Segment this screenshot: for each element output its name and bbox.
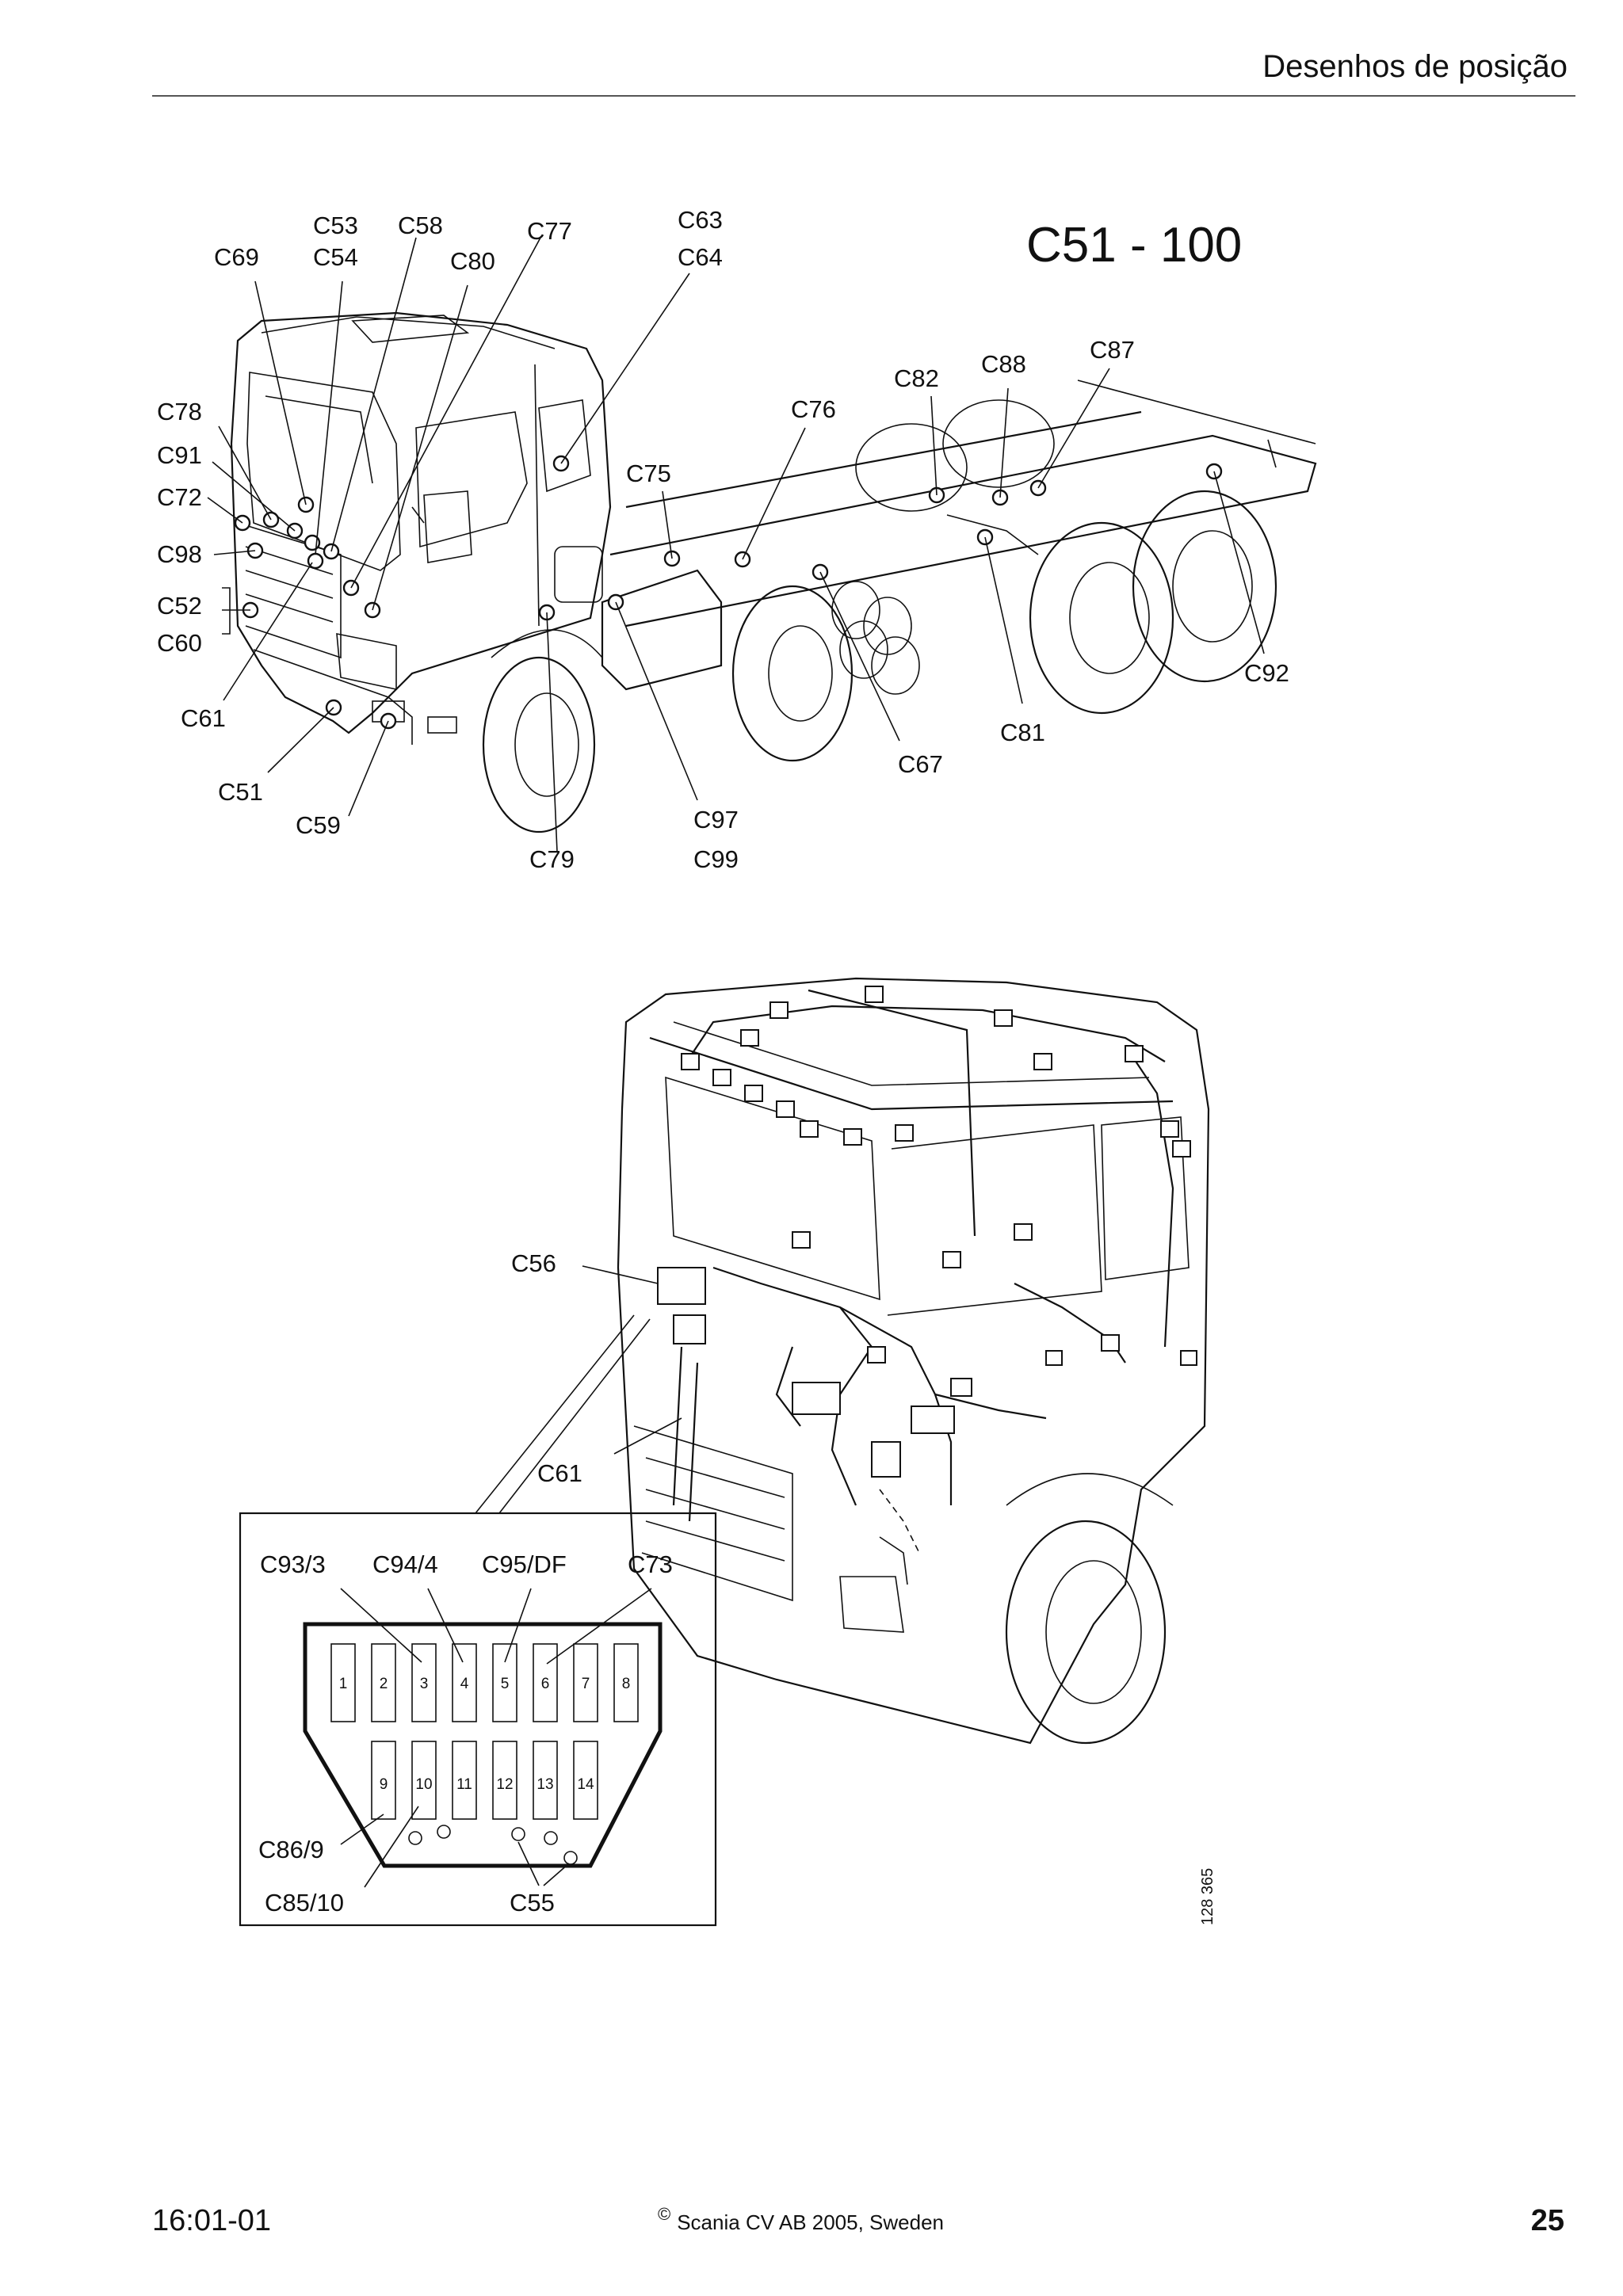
label-c53: C53 bbox=[313, 212, 358, 239]
label-c93: C93/3 bbox=[260, 1550, 326, 1578]
pin-label: 3 bbox=[420, 1676, 429, 1692]
connector-points bbox=[234, 455, 1223, 730]
label-c80: C80 bbox=[450, 247, 495, 275]
pin-box bbox=[492, 1741, 517, 1820]
section-title: Desenhos de posição bbox=[1262, 49, 1568, 84]
label-c98: C98 bbox=[157, 540, 202, 568]
pin-label: 2 bbox=[380, 1676, 388, 1692]
pin-row-bottom: 9 10 11 12 13 14 bbox=[371, 1741, 598, 1820]
label-c86: C86/9 bbox=[258, 1836, 324, 1863]
pin-label: 9 bbox=[380, 1776, 388, 1793]
pin-label: 11 bbox=[456, 1776, 472, 1793]
cab-wiring-drawing bbox=[617, 977, 1210, 1745]
pin-label: 14 bbox=[577, 1776, 594, 1793]
label-c58: C58 bbox=[398, 212, 443, 239]
label-c51: C51 bbox=[218, 778, 263, 806]
copyright-text: Scania CV AB 2005, Sweden bbox=[677, 2210, 944, 2234]
pin-box bbox=[573, 1741, 598, 1820]
label-c91: C91 bbox=[157, 441, 202, 469]
pin-label: 4 bbox=[460, 1676, 469, 1692]
label-c79: C79 bbox=[529, 845, 575, 873]
pin-box bbox=[371, 1643, 396, 1722]
label-c87: C87 bbox=[1090, 336, 1135, 364]
figure-number: 128 365 bbox=[1199, 1868, 1216, 1925]
pin-box bbox=[573, 1643, 598, 1722]
pin-box bbox=[411, 1741, 437, 1820]
pin-box bbox=[533, 1741, 558, 1820]
pin-label: 13 bbox=[537, 1776, 553, 1793]
label-c55: C55 bbox=[510, 1889, 555, 1917]
pin-box bbox=[452, 1643, 477, 1722]
label-c61: C61 bbox=[181, 704, 226, 732]
label-c81: C81 bbox=[1000, 719, 1045, 746]
label-c78: C78 bbox=[157, 398, 202, 425]
label-c95: C95/DF bbox=[482, 1550, 567, 1578]
pin-box bbox=[330, 1643, 356, 1722]
header-rule bbox=[152, 95, 1575, 97]
label-c56: C56 bbox=[511, 1249, 556, 1277]
truck-chassis-drawing bbox=[230, 311, 1317, 833]
label-c72: C72 bbox=[157, 483, 202, 511]
pin-box bbox=[371, 1741, 396, 1820]
label-c97: C97 bbox=[693, 806, 739, 833]
label-c52: C52 bbox=[157, 592, 202, 620]
page-number: 25 bbox=[1530, 2204, 1564, 2237]
pin-label: 1 bbox=[339, 1676, 348, 1692]
label-c59: C59 bbox=[296, 811, 341, 839]
pin-box bbox=[492, 1643, 517, 1722]
pin-box bbox=[533, 1643, 558, 1722]
pin-row-top: 1 2 3 4 5 6 7 8 bbox=[330, 1643, 639, 1722]
label-c63: C63 bbox=[678, 206, 723, 234]
leader-lines bbox=[207, 237, 1265, 852]
pin-label: 12 bbox=[496, 1776, 513, 1793]
pin-label: 5 bbox=[501, 1676, 510, 1692]
pin-label: 10 bbox=[415, 1776, 432, 1793]
doc-code: 16:01-01 bbox=[152, 2204, 272, 2237]
label-c99: C99 bbox=[693, 845, 739, 873]
label-c85: C85/10 bbox=[265, 1889, 344, 1917]
label-c94: C94/4 bbox=[372, 1550, 438, 1578]
label-c88: C88 bbox=[981, 350, 1026, 378]
label-c61-cab: C61 bbox=[537, 1459, 582, 1487]
pin-box bbox=[411, 1643, 437, 1722]
figure1-labels: C51 - 100 C53 C58 C77 C63 C64 C69 C54 C8… bbox=[157, 206, 1289, 873]
label-c82: C82 bbox=[894, 364, 939, 392]
label-c67: C67 bbox=[898, 750, 943, 778]
label-c69: C69 bbox=[214, 243, 259, 271]
label-c64: C64 bbox=[678, 243, 723, 271]
figure2-leaders bbox=[475, 1265, 682, 1514]
pin-label: 6 bbox=[541, 1676, 550, 1692]
copyright-symbol: © bbox=[658, 2204, 671, 2224]
label-c92: C92 bbox=[1244, 659, 1289, 687]
range-title: C51 - 100 bbox=[1026, 218, 1242, 273]
pin-box bbox=[613, 1643, 639, 1722]
pin-label: 7 bbox=[582, 1676, 590, 1692]
label-c60: C60 bbox=[157, 629, 202, 657]
label-c73: C73 bbox=[628, 1550, 673, 1578]
pin-box bbox=[452, 1741, 477, 1820]
label-c76: C76 bbox=[791, 395, 836, 423]
copyright-line: © Scania CV AB 2005, Sweden bbox=[658, 2204, 944, 2235]
label-c54: C54 bbox=[313, 243, 358, 271]
label-c77: C77 bbox=[527, 217, 572, 245]
label-c75: C75 bbox=[626, 460, 671, 487]
pin-label: 8 bbox=[622, 1676, 631, 1692]
